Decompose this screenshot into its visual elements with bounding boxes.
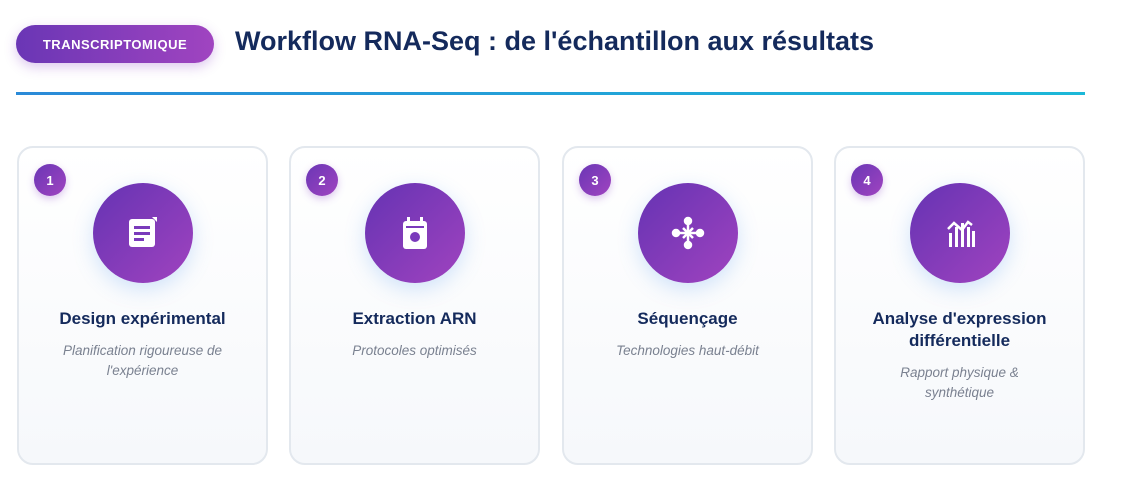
step-title: Séquençage xyxy=(637,309,738,328)
calendar-icon xyxy=(365,183,465,283)
step-description: Protocoles optimisés xyxy=(352,343,477,358)
step-title: Design expérimental xyxy=(59,309,226,328)
page-title: Workflow RNA-Seq : de l'échantillon aux … xyxy=(235,26,875,56)
network-icon xyxy=(638,183,738,283)
step-card-3: 3 Séquençage Technologies haut-débit xyxy=(562,146,813,465)
step-number: 4 xyxy=(851,164,883,196)
step-description: Planification rigoureuse de l'expérience xyxy=(62,343,223,378)
step-card-4: 4 Analyse d'expression différentielle Ra… xyxy=(834,146,1085,465)
chart-icon xyxy=(910,183,1010,283)
category-badge: TRANSCRIPTOMIQUE xyxy=(16,25,214,63)
step-card-1: 1 Design expérimental Planification rigo… xyxy=(17,146,268,465)
step-number: 1 xyxy=(34,164,66,196)
step-description: Rapport physique & synthétique xyxy=(900,365,1019,400)
step-card-2: 2 Extraction ARN Protocoles optimisés xyxy=(289,146,540,465)
step-description: Technologies haut-débit xyxy=(616,343,759,358)
step-number: 2 xyxy=(306,164,338,196)
document-icon xyxy=(93,183,193,283)
divider xyxy=(16,92,1085,95)
step-title: Extraction ARN xyxy=(352,309,477,328)
step-title: Analyse d'expression différentielle xyxy=(872,309,1047,350)
step-number: 3 xyxy=(579,164,611,196)
